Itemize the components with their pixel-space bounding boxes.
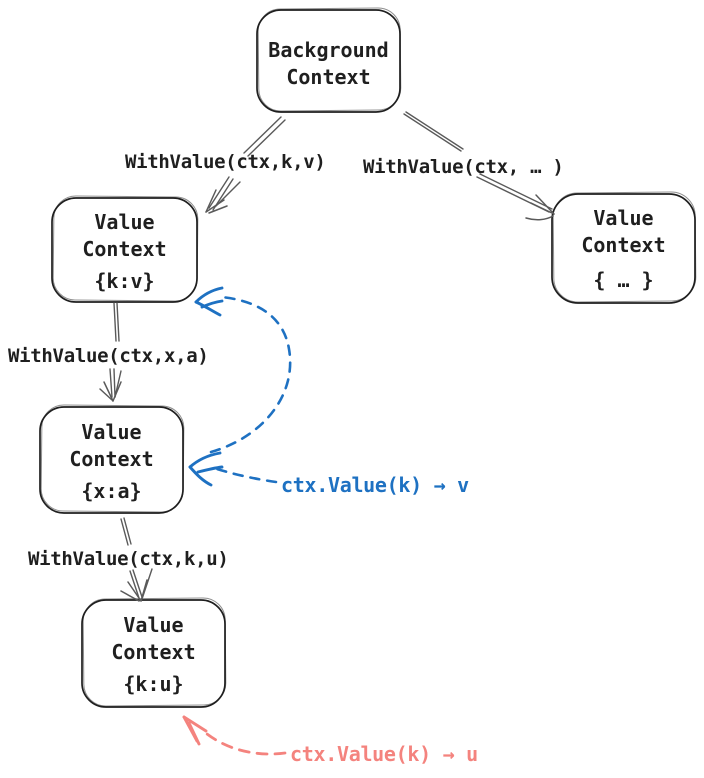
node-kv-value: {k:v} [94,269,155,293]
node-title-line1: Value [123,613,184,637]
node-title-line2: Context [82,237,167,261]
edge-arrow-withvalue-ku [120,517,153,602]
node-title-line1: Value [81,420,142,444]
node-value-context-ku: Value Context {k:u} [82,612,225,698]
node-title-line2: Context [69,447,154,471]
node-value-context-kv: Value Context {k:v} [52,209,197,295]
edge-arrow-withvalue-xa [99,302,122,402]
node-box-value-context-xa [39,404,185,514]
node-box-value-context-dots [551,191,697,304]
edge-arrow-withvalue-dots [403,111,555,221]
node-background-context: Background Context [257,37,400,91]
query-arrow-value-k-up-chain [194,286,292,454]
query-arrow-value-k-u [182,715,287,756]
edge-arrow-withvalue-kv [205,116,286,214]
node-box-value-context-kv [51,195,199,303]
node-title-line1: Value [593,206,654,230]
node-title-line2: Context [286,65,371,89]
node-value-context-xa: Value Context {x:a} [40,419,183,505]
node-title-line1: Value [94,210,155,234]
query-arrow-value-k-v [188,451,278,487]
node-title-line1: Background [268,38,389,62]
node-title-line2: Context [581,233,666,257]
edge-label-withvalue-dots: WithValue(ctx, … ) [363,156,564,178]
node-box-value-context-ku [81,597,227,708]
query-label-ctx-value-k-v: ctx.Value(k) → v [281,473,469,497]
node-box-background-context [256,7,402,113]
node-value-context-dots: Value Context { … } [552,205,695,294]
query-label-ctx-value-k-u: ctx.Value(k) → u [290,742,478,766]
edge-label-withvalue-ku: WithValue(ctx,k,u) [28,548,229,570]
node-kv-value: { … } [593,268,654,292]
edge-label-withvalue-kv: WithValue(ctx,k,v) [125,151,326,173]
node-kv-value: {k:u} [123,672,184,696]
node-title-line2: Context [111,640,196,664]
node-kv-value: {x:a} [81,479,142,503]
edge-label-withvalue-xa: WithValue(ctx,x,a) [8,345,209,367]
